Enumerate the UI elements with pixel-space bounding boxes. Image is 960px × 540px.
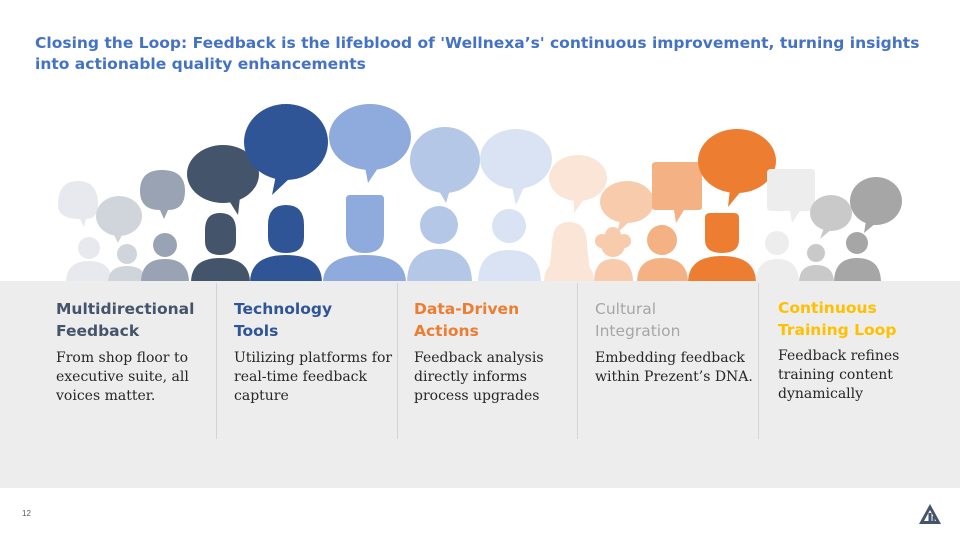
feature-panel: Multidirectional Feedback From shop floo… [0,281,960,488]
column-body: Embedding feedback within Prezent’s DNA. [595,350,753,385]
people-with-speech-bubbles-illustration [58,104,902,283]
column-divider [577,283,578,439]
column-body: Feedback refines training content dynami… [778,348,900,402]
page-number: 12 [22,509,31,518]
column-cultural-integration: Cultural Integration Embedding feedback … [577,281,758,439]
column-heading: Cultural Integration [595,300,681,340]
column-heading: Data-Driven Actions [414,300,520,340]
column-body: From shop floor to executive suite, all … [56,350,189,404]
column-heading: Continuous Training Loop [778,299,897,339]
column-heading: Technology Tools [234,300,333,340]
column-heading: Multidirectional Feedback [56,300,195,340]
column-continuous-training-loop: Continuous Training Loop Feedback refine… [758,281,928,439]
column-technology-tools: Technology Tools Utilizing platforms for… [216,281,397,439]
column-divider [397,283,398,439]
column-data-driven-actions: Data-Driven Actions Feedback analysis di… [397,281,577,439]
speech-bubbles [58,104,902,243]
company-logo-icon [919,504,941,524]
people-silhouettes [66,195,881,283]
column-multidirectional-feedback: Multidirectional Feedback From shop floo… [56,281,216,439]
column-divider [216,283,217,439]
column-body: Utilizing platforms for real-time feedba… [234,350,393,404]
column-divider [758,283,759,439]
column-body: Feedback analysis directly informs proce… [414,350,544,404]
slide-title: Closing the Loop: Feedback is the lifebl… [35,34,920,73]
